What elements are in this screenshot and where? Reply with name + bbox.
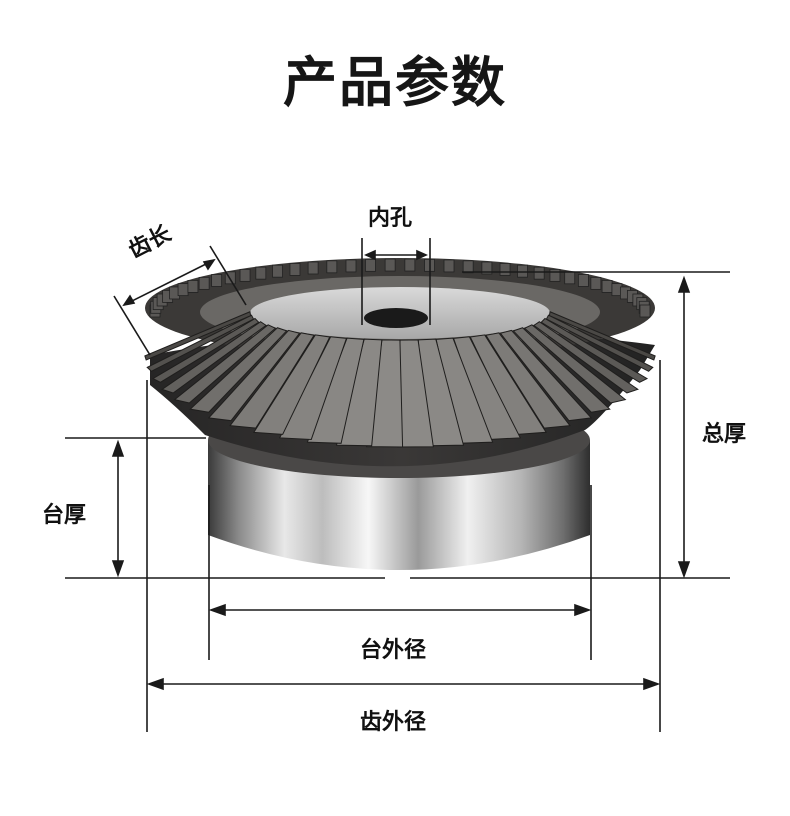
gear-rim-tooth bbox=[187, 280, 199, 293]
gear-tooth bbox=[485, 332, 571, 429]
bore-hole bbox=[364, 308, 428, 328]
gear-tooth bbox=[151, 317, 260, 383]
hub-outer-diameter-label: 台外径 bbox=[360, 638, 427, 663]
gear-rim-tooth bbox=[517, 264, 528, 278]
tooth-outer-diameter-label: 齿外径 bbox=[360, 710, 427, 735]
gear-rim-tooth bbox=[211, 274, 223, 287]
gear-rim-tooth bbox=[443, 259, 455, 273]
gear-tooth bbox=[366, 339, 404, 448]
gear-tooth bbox=[499, 329, 593, 422]
gear-rim-tooth bbox=[255, 266, 267, 280]
gear-teeth bbox=[144, 258, 656, 448]
gear-rim-tooth bbox=[239, 268, 251, 282]
dimension-lines bbox=[65, 238, 730, 732]
gear-tooth bbox=[548, 311, 656, 361]
gear-rim-tooth bbox=[462, 260, 474, 274]
gear-rim-tooth bbox=[326, 260, 338, 274]
gear-rim-tooth bbox=[384, 258, 396, 272]
gear-rim-tooth bbox=[177, 283, 189, 297]
gear-tooth bbox=[523, 324, 627, 404]
gear-tooth bbox=[189, 327, 288, 413]
gear-tooth bbox=[229, 332, 315, 429]
gear-tooth bbox=[278, 336, 348, 440]
page-title: 产品参数 bbox=[283, 51, 507, 114]
gear-rim-tooth bbox=[549, 268, 561, 282]
gear-rim-tooth bbox=[365, 258, 376, 272]
gear-rim-tooth bbox=[639, 304, 651, 318]
gear-tooth bbox=[512, 327, 611, 413]
gear-rim-tooth bbox=[404, 258, 416, 272]
gear-tooth bbox=[144, 311, 252, 361]
bore-label: 内孔 bbox=[368, 206, 413, 231]
gear-tooth bbox=[173, 324, 277, 404]
gear-rim-tooth bbox=[564, 271, 576, 285]
gear-rim-tooth bbox=[289, 263, 301, 276]
gear-tooth bbox=[161, 321, 267, 394]
gear-tooth bbox=[207, 329, 301, 422]
gear-rim-tooth bbox=[499, 263, 511, 276]
gear-tooth bbox=[540, 317, 649, 383]
gear-tooth bbox=[533, 321, 639, 394]
gear-tooth bbox=[252, 334, 331, 435]
total-thickness-label: 总厚 bbox=[702, 422, 747, 447]
gear-rim-tooth bbox=[601, 280, 613, 293]
gear-rim-tooth bbox=[198, 276, 210, 290]
gear-tooth bbox=[545, 314, 654, 372]
gear-rim-tooth bbox=[577, 274, 589, 287]
gear-tooth bbox=[146, 314, 255, 372]
gear-rim-tooth bbox=[481, 261, 493, 275]
gear-tooth bbox=[335, 338, 383, 447]
gear-rim-tooth bbox=[533, 266, 545, 280]
gear-rim-tooth bbox=[345, 259, 357, 273]
hub-thickness-label: 台厚 bbox=[42, 503, 87, 528]
gear-rim-tooth bbox=[272, 264, 283, 278]
gear-rim-tooth bbox=[307, 261, 319, 275]
gear-tooth bbox=[306, 337, 365, 444]
gear-rim-tooth bbox=[590, 276, 602, 290]
